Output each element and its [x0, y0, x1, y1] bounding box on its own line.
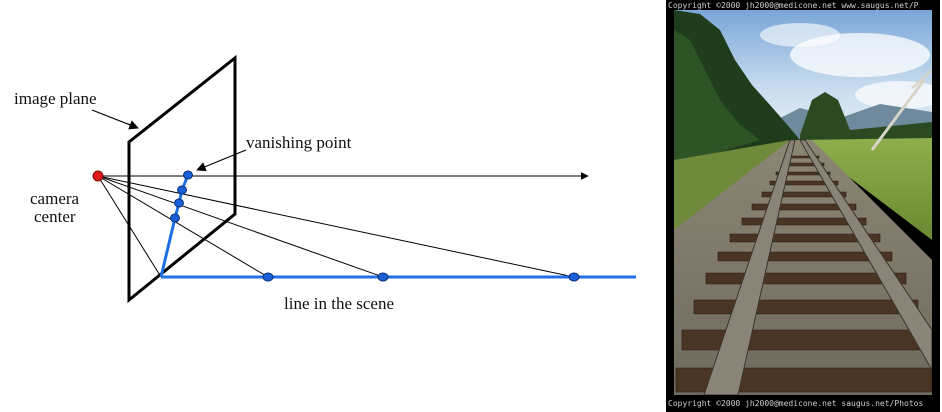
railroad-photo: Copyright ©2000 jh2000@medicone.net www.…	[666, 0, 940, 412]
label-image-plane: image plane	[14, 89, 97, 108]
scene-point-2	[377, 272, 389, 282]
image-points	[170, 170, 193, 223]
label-camera: camera	[30, 189, 80, 208]
photo-caption-bottom: Copyright ©2000 jh2000@medicone.net saug…	[668, 399, 923, 408]
image-point-1	[177, 185, 187, 195]
photo-caption-top: Copyright ©2000 jh2000@medicone.net www.…	[668, 1, 919, 10]
scene-point-3	[568, 272, 580, 282]
camera-center-dot	[92, 170, 104, 182]
projection-diagram: image plane vanishing point camera cente…	[14, 54, 636, 313]
image-plane-pointer	[91, 109, 139, 130]
ray-1	[97, 175, 575, 278]
image-point-3	[170, 213, 180, 223]
label-scene-line: line in the scene	[284, 294, 394, 313]
image-plane	[127, 54, 237, 304]
ray-2	[97, 175, 384, 278]
label-vanishing-point: vanishing point	[246, 133, 352, 152]
vanishing-point-dot	[183, 170, 193, 180]
scene-point-1	[262, 272, 274, 282]
ray-4	[97, 175, 162, 278]
scene-points	[262, 272, 580, 282]
ray-3	[97, 175, 269, 278]
vanishing-point-pointer	[196, 149, 247, 172]
projection-rays	[97, 172, 589, 278]
image-point-2	[174, 198, 184, 208]
label-center: center	[34, 207, 76, 226]
